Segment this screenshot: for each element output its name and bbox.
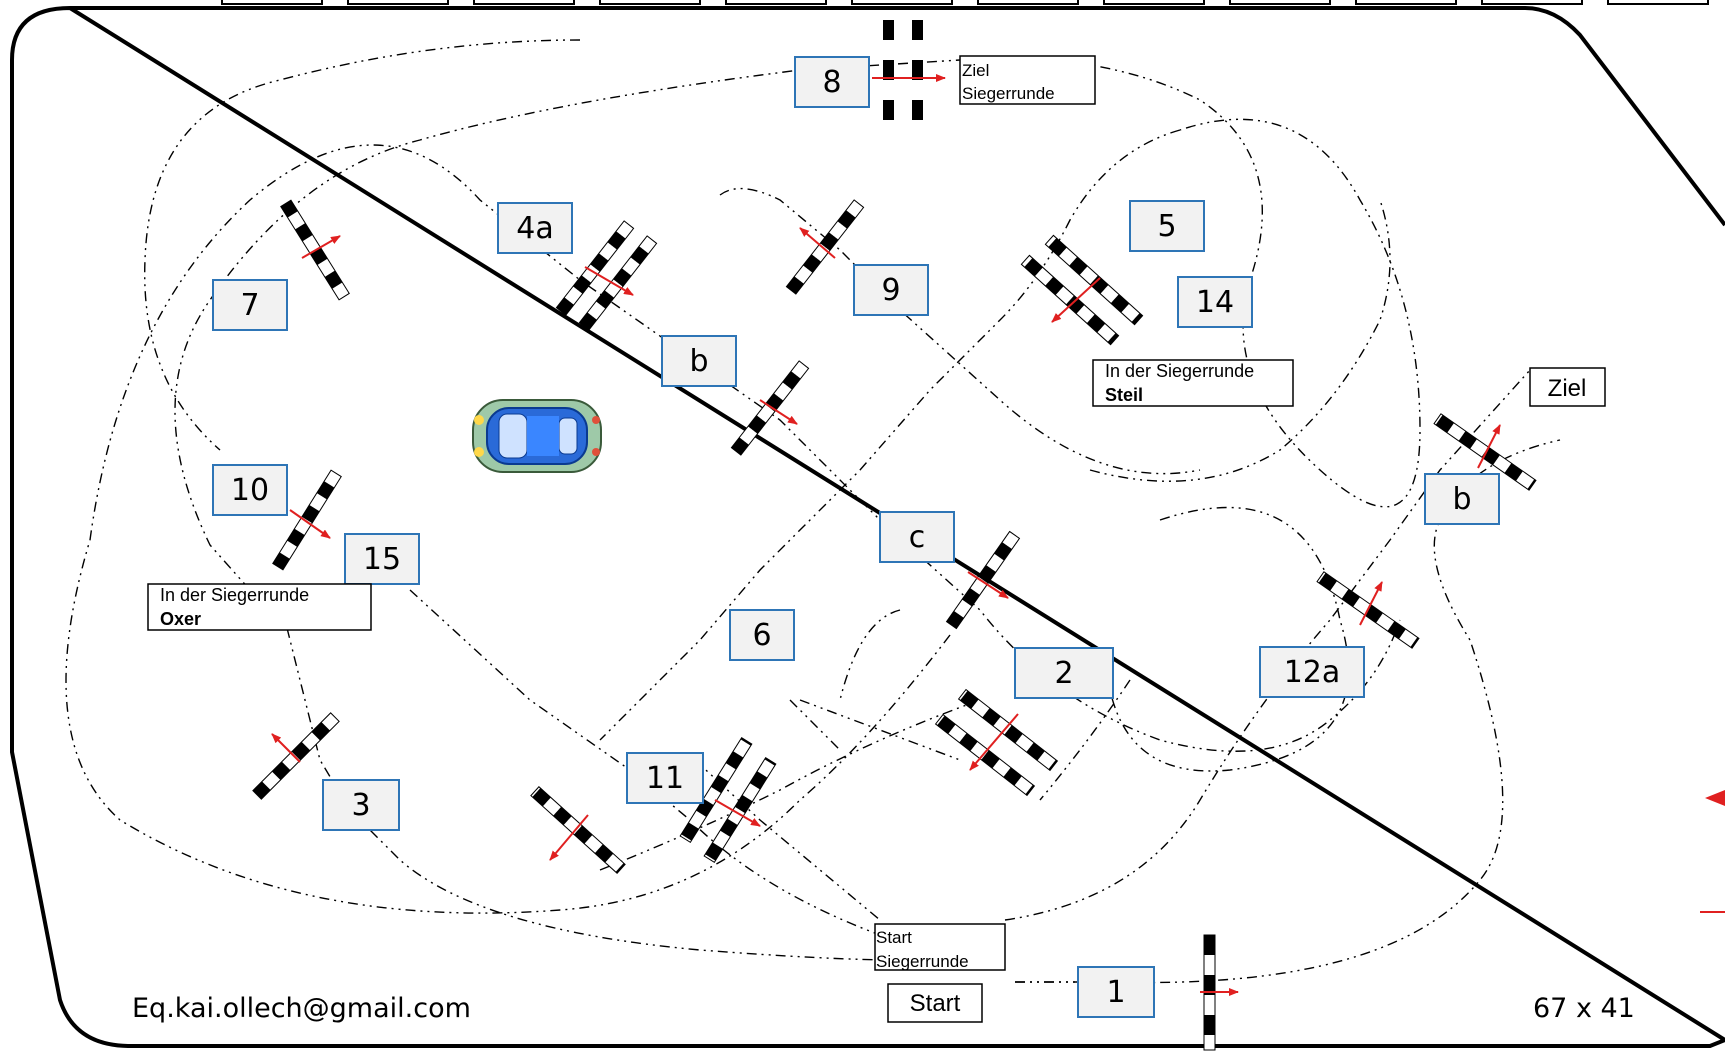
footer-size: 67 x 41 — [1533, 993, 1635, 1024]
box-10: 10 — [212, 464, 288, 516]
box-4c: c — [879, 511, 955, 563]
fence-8 — [872, 20, 946, 135]
label-3: 3 — [351, 788, 370, 823]
label-5: 5 — [1157, 209, 1176, 244]
box-14: 14 — [1177, 276, 1253, 328]
label-8: 8 — [822, 65, 841, 100]
fence-2 — [934, 688, 1059, 797]
box-5: 5 — [1129, 200, 1205, 252]
footer-email: Eq.kai.ollech@gmail.com — [132, 993, 471, 1024]
label-15: 15 — [363, 542, 401, 577]
note-oxer-line1: In der Siegerrunde — [160, 585, 309, 605]
arrow-7 — [301, 235, 341, 259]
fence-1 — [1200, 934, 1239, 1051]
ziel-siegerrunde-line1: Ziel — [962, 61, 989, 80]
fences — [252, 20, 1537, 1051]
top-scale-marks — [221, 0, 1709, 5]
car-icon — [472, 399, 602, 473]
box-9: 9 — [853, 264, 929, 316]
box-15: 15 — [344, 533, 420, 585]
note-steil-line2: Steil — [1105, 385, 1143, 405]
label-1: 1 — [1106, 975, 1125, 1010]
box-1: 1 — [1077, 966, 1155, 1018]
box-12a: 12a — [1259, 646, 1365, 698]
label-4c: c — [909, 520, 926, 555]
label-6: 6 — [752, 618, 771, 653]
label-4a: 4a — [516, 211, 553, 246]
box-4a: 4a — [497, 202, 573, 254]
box-6: 6 — [729, 609, 795, 661]
fence-4b — [730, 360, 810, 456]
label-2: 2 — [1054, 656, 1073, 691]
box-2: 2 — [1014, 647, 1114, 699]
ziel-text: Ziel — [1548, 375, 1587, 402]
fence-3 — [252, 712, 340, 800]
fence-12a — [1316, 571, 1420, 649]
label-7: 7 — [240, 288, 259, 323]
box-11: 11 — [626, 752, 704, 804]
ziel-siegerrunde-label: Ziel Siegerrunde — [959, 55, 1096, 105]
fence-10 — [272, 469, 342, 571]
fence-6 — [530, 786, 626, 874]
fence-4c — [945, 530, 1021, 630]
start-siegerrunde-line2: Siegerrunde — [876, 952, 969, 971]
fence-14 — [1020, 234, 1144, 346]
start-text: Start — [910, 990, 961, 1017]
box-12b: b — [1424, 473, 1500, 525]
label-9: 9 — [881, 273, 900, 308]
start-label: Start — [887, 983, 983, 1023]
ziel-siegerrunde-line2: Siegerrunde — [962, 84, 1055, 103]
start-siegerrunde-label: Start Siegerrunde — [874, 923, 1006, 971]
ziel-label: Ziel — [1529, 367, 1606, 407]
note-steil: In der Siegerrunde Steil — [1092, 359, 1294, 407]
arena-outline — [10, 5, 1725, 1048]
box-7: 7 — [212, 279, 288, 331]
label-12a: 12a — [1284, 655, 1341, 690]
box-8: 8 — [794, 56, 870, 108]
fence-9 — [785, 199, 865, 295]
label-4b: b — [689, 344, 708, 379]
box-3: 3 — [322, 779, 400, 831]
number-boxes: 8 4a 5 9 14 7 b 10 b c 15 6 2 12a 11 3 1 — [212, 56, 1500, 1018]
label-14: 14 — [1196, 285, 1234, 320]
note-oxer: In der Siegerrunde Oxer — [147, 583, 372, 631]
fence-11 — [679, 736, 777, 864]
label-12b: b — [1452, 482, 1471, 517]
note-oxer-line2: Oxer — [160, 609, 201, 629]
note-steil-line1: In der Siegerrunde — [1105, 361, 1254, 381]
fence-12b — [1433, 413, 1537, 491]
edge-marks — [1700, 790, 1725, 913]
label-10: 10 — [231, 473, 269, 508]
box-4b: b — [661, 335, 737, 387]
label-11: 11 — [646, 761, 684, 796]
fence-4a — [555, 220, 658, 331]
start-siegerrunde-line1: Start — [876, 928, 912, 947]
